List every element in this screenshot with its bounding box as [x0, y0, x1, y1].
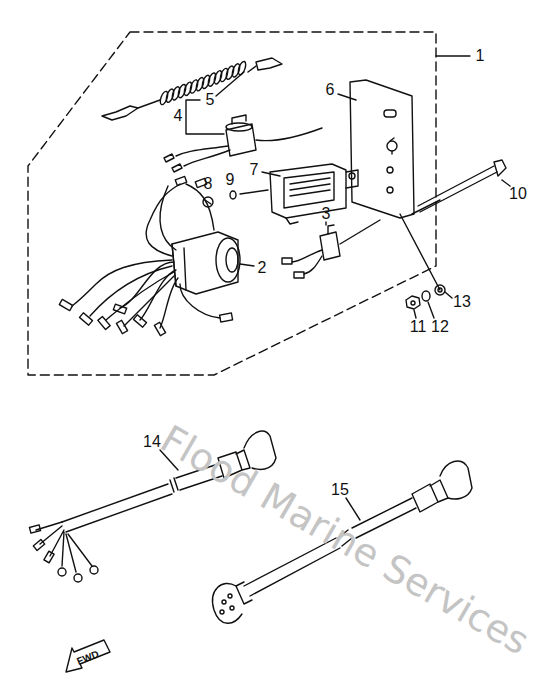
- watermark: Flood Marine Services: [155, 419, 535, 660]
- callout-number: 5: [206, 92, 215, 108]
- leader-line: [325, 222, 326, 225]
- extension-cable: [29, 431, 276, 582]
- callout-number: 9: [226, 172, 235, 188]
- callout-number: 4: [174, 108, 183, 124]
- callout-number: 10: [509, 186, 527, 202]
- main-switch: [59, 176, 240, 335]
- forward-arrow: [66, 640, 110, 672]
- callout-number: 8: [204, 176, 213, 192]
- leader-lines: [414, 292, 452, 318]
- switch-bracket: [270, 164, 358, 224]
- callout-number: 6: [326, 82, 335, 98]
- leader-line: [346, 498, 360, 520]
- callout-number: 1: [476, 48, 485, 64]
- callout-number: 3: [322, 206, 331, 222]
- washer: [230, 191, 236, 199]
- leader-line: [240, 264, 254, 266]
- leader-line: [502, 180, 510, 186]
- callout-number: 7: [250, 162, 259, 178]
- bracket-leader: [186, 100, 224, 134]
- callout-number: 12: [431, 319, 449, 335]
- callout-number: 11: [410, 319, 427, 335]
- callout-number: 15: [331, 482, 349, 498]
- bolt: [412, 160, 506, 214]
- direction-label: FWD: [76, 649, 101, 667]
- lanyard: [102, 58, 282, 120]
- leader-line: [338, 94, 356, 100]
- leader-line: [240, 190, 268, 194]
- assembly-outline: [28, 32, 436, 375]
- nut-washer: [400, 214, 445, 309]
- callout-number: 13: [453, 294, 471, 310]
- leader-line: [436, 55, 470, 56]
- screw: [203, 197, 213, 207]
- mounting-plate: [350, 80, 414, 218]
- leader-line: [262, 172, 280, 176]
- stop-switch: [164, 115, 322, 172]
- choke-switch: [282, 220, 380, 278]
- leader-line: [216, 72, 244, 96]
- callout-number: 2: [258, 260, 267, 276]
